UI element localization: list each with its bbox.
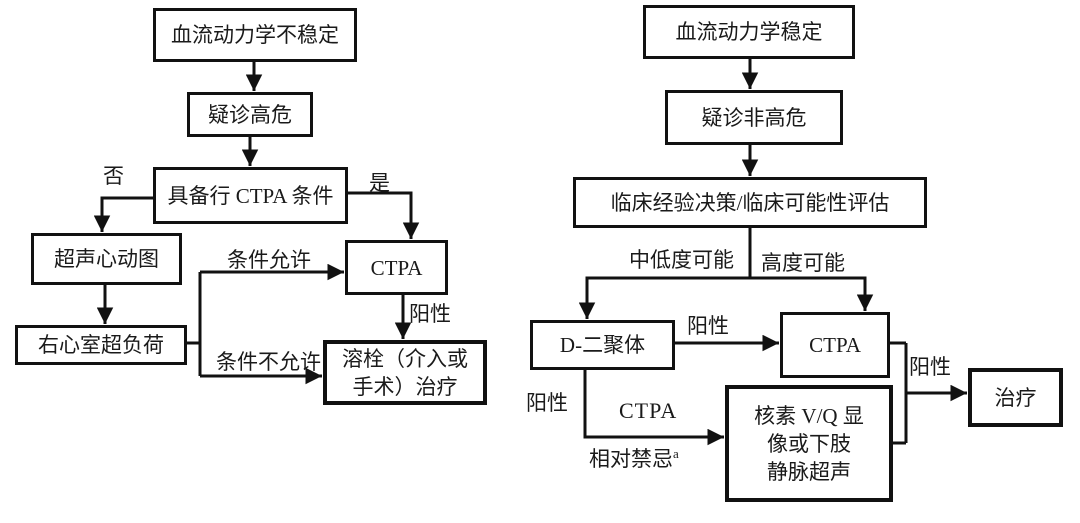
- node-ctpa-right: CTPA: [780, 312, 890, 378]
- node-hemodynamically-stable: 血流动力学稳定: [643, 5, 855, 59]
- edge-label-positive-ddimer-down: 阳性: [526, 391, 568, 415]
- node-suspect-non-high-risk: 疑诊非高危: [665, 90, 843, 145]
- edge-label-positive-treatment: 阳性: [909, 355, 951, 379]
- edge-mid-low-to-ddimer: [578, 276, 750, 319]
- node-vq-imaging-or-ultrasound: 核素 V/Q 显 像或下肢 静脉超声: [725, 385, 893, 502]
- node-clinical-assessment: 临床经验决策/临床可能性评估: [573, 177, 927, 228]
- node-ctpa-condition: 具备行 CTPA 条件: [153, 167, 348, 224]
- node-vq-line1: 核素 V/Q 显: [754, 403, 864, 428]
- edge-label-condition-not-allow: 条件不允许: [216, 350, 321, 374]
- node-thrombolysis-line1: 溶栓（介入或: [342, 346, 468, 371]
- node-thrombolysis-line2: 手术）治疗: [352, 374, 458, 399]
- edge-label-condition-allow: 条件允许: [227, 248, 311, 272]
- edge-label-ctpa: CTPA: [619, 398, 678, 423]
- edge-label-positive-ddimer-ctpa: 阳性: [687, 314, 729, 338]
- node-suspect-high-risk: 疑诊高危: [187, 92, 313, 137]
- node-d-dimer: D-二聚体: [530, 320, 675, 370]
- edge-label-high-probability: 高度可能: [761, 251, 845, 275]
- edge-label-relative-contraindication-superscript: a: [673, 446, 679, 461]
- edge-high-to-ctpa: [750, 276, 874, 311]
- node-ctpa-left: CTPA: [345, 240, 448, 295]
- edge-label-mid-low-probability: 中低度可能: [629, 248, 734, 272]
- node-rv-overload: 右心室超负荷: [15, 325, 187, 365]
- edge-label-no: 否: [103, 164, 124, 188]
- edge-label-relative-contraindication: 相对禁忌a: [589, 447, 679, 471]
- node-hemodynamically-unstable: 血流动力学不稳定: [153, 8, 357, 62]
- node-vq-line3: 静脉超声: [767, 459, 851, 484]
- node-echocardiography: 超声心动图: [31, 233, 182, 285]
- edge-yes-to-ctpa: [348, 191, 420, 239]
- edge-label-positive-left: 阳性: [409, 302, 451, 326]
- node-vq-line2: 像或下肢: [767, 431, 851, 456]
- edge-ddimer-to-vq: [583, 370, 724, 446]
- node-thrombolysis-treatment: 溶栓（介入或 手术）治疗: [323, 340, 487, 405]
- edge-label-yes: 是: [369, 171, 390, 195]
- edge-no-to-echo: [93, 196, 153, 232]
- edge-label-relative-contraindication-text: 相对禁忌: [589, 447, 673, 471]
- node-treatment: 治疗: [968, 368, 1063, 427]
